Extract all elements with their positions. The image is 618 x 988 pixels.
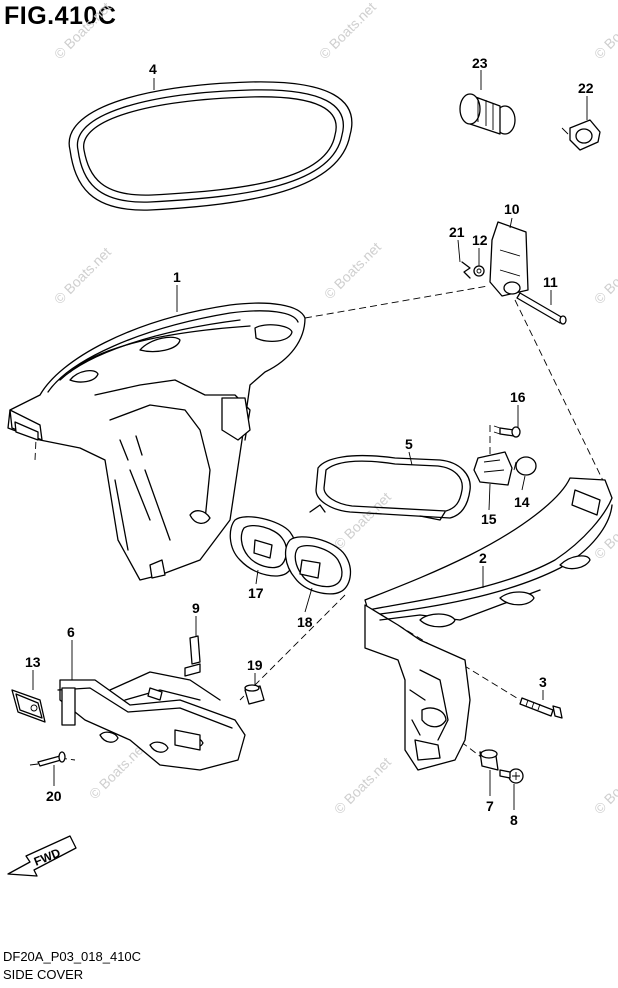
screw-part-16 <box>493 425 521 438</box>
clip-part-22 <box>561 119 601 151</box>
callout-23: 23 <box>472 55 488 71</box>
figure-title: FIG.410C <box>4 2 117 30</box>
side-cover-right-part-2 <box>364 477 613 771</box>
callout-4: 4 <box>149 61 157 77</box>
callout-2: 2 <box>479 550 487 566</box>
bolt-part-3 <box>519 697 563 719</box>
callout-12: 12 <box>472 232 488 248</box>
diagram-name: SIDE COVER <box>3 967 84 982</box>
gasket-part-5 <box>309 454 471 521</box>
watermark: © Boats.net <box>316 0 379 62</box>
watermark: © Boats.net <box>331 489 394 552</box>
callout-7: 7 <box>486 798 494 814</box>
callout-1: 1 <box>173 269 181 285</box>
plate-part-13 <box>11 689 46 723</box>
grommet-part-23 <box>459 93 516 135</box>
callout-13: 13 <box>25 654 41 670</box>
seal-part-17 <box>229 516 297 577</box>
bracket-part-10 <box>489 221 529 297</box>
callout-6: 6 <box>67 624 75 640</box>
callout-20: 20 <box>46 788 62 804</box>
collar-part-7 <box>479 749 499 771</box>
callout-3: 3 <box>539 674 547 690</box>
callout-19: 19 <box>247 657 263 673</box>
watermark: © Boats.net <box>331 754 394 817</box>
callout-15: 15 <box>481 511 497 527</box>
forward-arrow: FWD <box>7 835 77 877</box>
callout-10: 10 <box>504 201 520 217</box>
clip-part-21 <box>461 261 471 279</box>
lower-bracket-part-6 <box>57 671 246 771</box>
callout-22: 22 <box>578 80 594 96</box>
collar-part-19 <box>244 684 265 705</box>
callout-5: 5 <box>405 436 413 452</box>
callout-9: 9 <box>192 600 200 616</box>
forward-arrow-label: FWD <box>32 845 63 868</box>
seal-part-18 <box>284 536 352 595</box>
side-cover-left-part-1 <box>7 302 306 581</box>
screw-part-8 <box>499 768 524 784</box>
cap-part-14 <box>513 456 537 476</box>
watermark: © Boats.net <box>51 244 114 307</box>
callout-16: 16 <box>510 389 526 405</box>
watermark: © Boats.net <box>591 754 618 817</box>
watermark: © Boats.net <box>591 244 618 307</box>
watermark: © Boats.net <box>321 239 384 302</box>
rivet-part-20 <box>29 751 66 767</box>
callout-21: 21 <box>449 224 465 240</box>
pin-part-11 <box>516 292 567 325</box>
seal-ring-part-4 <box>68 81 353 211</box>
callout-17: 17 <box>248 585 264 601</box>
pin-part-9 <box>184 635 201 677</box>
diagram-code: DF20A_P03_018_410C <box>3 949 142 964</box>
callout-18: 18 <box>297 614 313 630</box>
callout-8: 8 <box>510 812 518 828</box>
callouts: 4 23 22 10 21 12 11 1 16 5 14 15 2 17 18… <box>25 55 594 828</box>
callout-11: 11 <box>543 274 558 290</box>
washer-part-12 <box>473 265 485 277</box>
leader-lines <box>32 70 588 810</box>
watermark: © Boats.net <box>591 0 618 62</box>
watermark: © Boats.net <box>51 0 114 62</box>
bracket-part-15 <box>473 451 513 486</box>
callout-14: 14 <box>514 494 530 510</box>
